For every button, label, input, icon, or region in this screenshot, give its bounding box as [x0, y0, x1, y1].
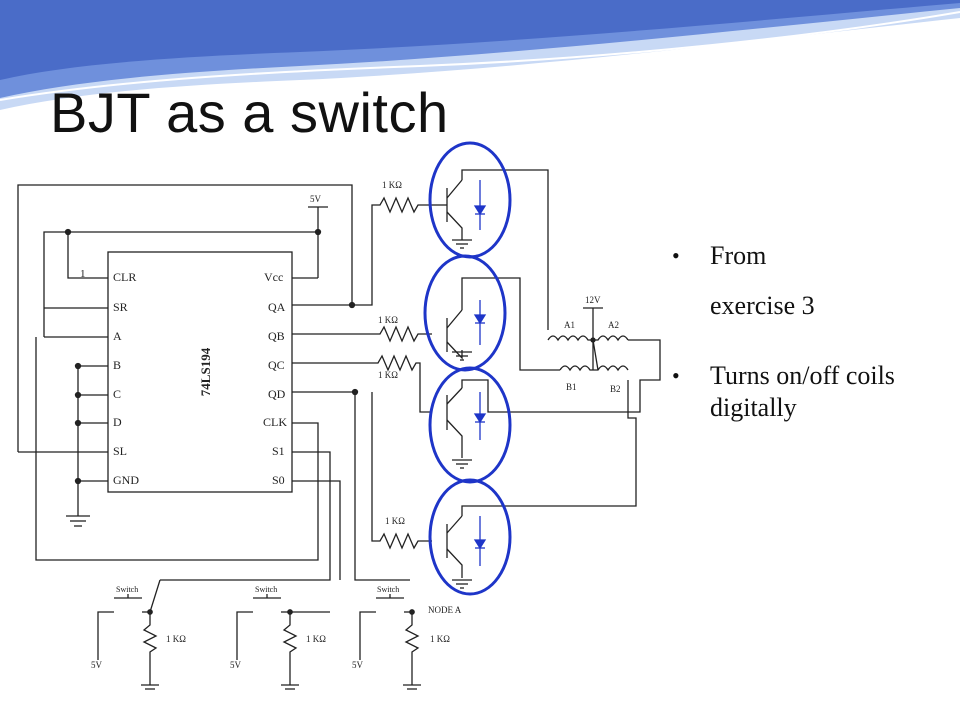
pin-label: SR [113, 300, 128, 314]
pin-label: QC [268, 358, 285, 372]
bullet-text: Turns on/off coils [710, 361, 895, 390]
resistor-label: 1 KΩ [306, 634, 326, 644]
resistor-label: 1 KΩ [385, 516, 405, 526]
transistor-group [432, 169, 661, 589]
resistor-label: 1 KΩ [430, 634, 450, 644]
supply-label: 5V [352, 660, 364, 670]
pin-label: A [113, 329, 122, 343]
coil-label: A2 [608, 320, 619, 330]
bullet-item: • Turns on/off coils [672, 360, 957, 392]
motor-supply-label: 12V [585, 295, 601, 305]
pin-label: S1 [272, 444, 285, 458]
pin-label: S0 [272, 473, 285, 487]
supply-label: 5V [91, 660, 103, 670]
resistor-label: 1 KΩ [166, 634, 186, 644]
pin-label: QA [268, 300, 286, 314]
supply-label: 5V [310, 194, 322, 204]
pin-label: QB [268, 329, 285, 343]
bullet-item-continuation: digitally [672, 392, 957, 424]
slide-title: BJT as a switch [50, 81, 449, 144]
supply-label: 5V [230, 660, 242, 670]
pin-label: C [113, 387, 121, 401]
transistor-highlight [428, 366, 512, 484]
bullet-list: • From exercise 3 • Turns on/off coils d… [672, 240, 957, 424]
pin-label: B [113, 358, 121, 372]
pin-label: GND [113, 473, 139, 487]
pin-label: CLR [113, 270, 136, 284]
chip-74ls194 [107, 251, 293, 493]
coil-label: B1 [566, 382, 577, 392]
coil-label: B2 [610, 384, 621, 394]
pin-label: Vcc [264, 270, 283, 284]
switch-label: Switch [377, 585, 399, 594]
coil-label: A1 [564, 320, 575, 330]
resistor-label: 1 KΩ [378, 370, 398, 380]
header-swoosh [0, 0, 960, 110]
bullet-text: digitally [710, 393, 797, 422]
resistor-label: 1 KΩ [378, 315, 398, 325]
bullet-dot-icon: • [672, 363, 680, 388]
bullet-continuation: exercise 3 [710, 291, 815, 320]
clr-level-label: 1 [80, 268, 86, 280]
pin-label: QD [268, 387, 286, 401]
pin-label: CLK [263, 415, 287, 429]
switch-label: Switch [255, 585, 277, 594]
transistor-highlight [423, 254, 507, 372]
bullet-text: From [710, 241, 767, 270]
resistor-label: 1 KΩ [382, 180, 402, 190]
node-label: NODE A [428, 605, 462, 615]
transistor-highlight [428, 478, 512, 596]
pin-label: D [113, 415, 122, 429]
switch-group: Switch Switch Switch NODE A 1 KΩ 5V 1 KΩ… [91, 579, 462, 690]
pin-label: SL [113, 444, 127, 458]
switch-label: Switch [116, 585, 138, 594]
bullet-dot-icon: • [672, 243, 680, 268]
bullet-item: • From [672, 240, 957, 272]
chip-label: 74LS194 [198, 347, 213, 396]
